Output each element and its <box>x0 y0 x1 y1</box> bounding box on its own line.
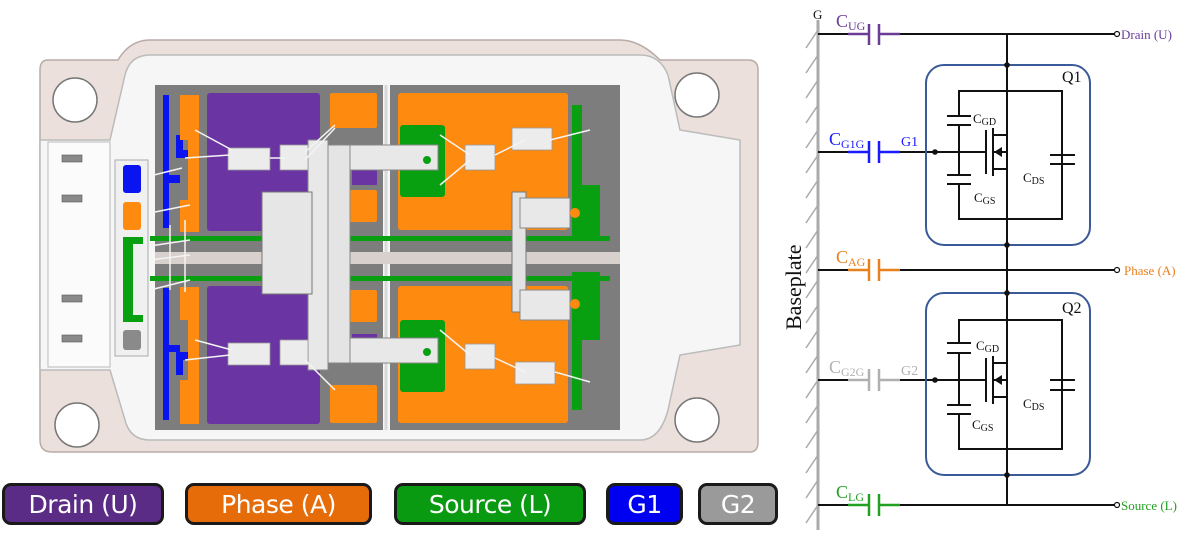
busbar-tab-left <box>261 191 313 295</box>
q2-cgs-label: CGS <box>972 417 993 434</box>
terminal-drain-label: Drain (U) <box>1121 27 1172 42</box>
c-g2g-capacitor <box>848 369 900 391</box>
c-lg-capacitor <box>848 494 900 516</box>
q2-label: Q2 <box>1062 300 1082 317</box>
g2-trace <box>163 288 180 420</box>
q1-cgd-label: CGD <box>973 111 996 128</box>
source-trace-bottom <box>150 276 610 281</box>
parasitic-capacitance-schematic: G Baseplate CUG CG1G CAG CG2G CLG G1 G2 <box>781 7 1177 530</box>
legend-phase-label: Phase (A) <box>221 489 336 519</box>
terminal-source-label: Source (L) <box>1121 498 1177 513</box>
legend-g1: G1 <box>606 483 683 525</box>
aux-pad-g1 <box>123 165 141 193</box>
c-ug-capacitor <box>848 24 900 45</box>
terminal-phase-label: Phase (A) <box>1124 263 1176 278</box>
c-ug-label: CUG <box>836 11 866 33</box>
c-g1g-label: CG1G <box>829 129 865 151</box>
aux-pad-source <box>123 237 143 322</box>
phase-finger-bottom <box>180 287 199 424</box>
legend-phase: Phase (A) <box>185 483 372 525</box>
bond-wires <box>149 124 591 391</box>
legend-g1-label: G1 <box>627 489 662 519</box>
terminal-drain <box>1113 30 1121 38</box>
phase-pad-left-top <box>330 93 377 128</box>
terminal-source <box>1113 501 1121 509</box>
c-ag-capacitor <box>848 259 900 281</box>
legend-source: Source (L) <box>394 483 586 525</box>
phase-pad-left-bottom <box>330 385 377 423</box>
aux-pad-phase <box>123 202 141 230</box>
q1-label: Q1 <box>1062 69 1082 86</box>
q1-cgs-label: CGS <box>974 190 995 207</box>
power-module-layout <box>39 39 759 453</box>
terminal-phase <box>1113 266 1121 274</box>
source-edge-top <box>572 105 600 240</box>
ground-label: G <box>813 7 822 22</box>
mounting-hole-top-right <box>674 72 720 118</box>
mounting-hole-top-left <box>52 77 98 123</box>
gate-label-g1: G1 <box>901 135 918 150</box>
legend-g2-label: G2 <box>720 489 756 519</box>
mounting-hole-bottom-right <box>674 397 720 443</box>
g1-trace <box>163 95 180 228</box>
baseplate-hatching <box>805 29 819 524</box>
legend-g2: G2 <box>698 483 778 525</box>
gate-label-g2: G2 <box>901 364 918 379</box>
q1-cds-label: CDS <box>1023 170 1044 187</box>
c-g1g-capacitor <box>848 141 900 163</box>
c-g2g-label: CG2G <box>829 357 865 379</box>
legend-source-label: Source (L) <box>428 489 552 519</box>
left-connector-housing <box>47 141 111 368</box>
mounting-hole-bottom-left <box>54 402 100 448</box>
source-trace-top <box>150 236 610 241</box>
transistor-q1: Q1 CGD CGS CDS <box>925 62 1091 248</box>
legend-drain-label: Drain (U) <box>28 489 138 519</box>
q2-cds-label: CDS <box>1023 396 1044 413</box>
phase-finger-top <box>180 95 199 232</box>
transistor-q2: Q2 CGD CGS CDS <box>925 290 1091 478</box>
legend-drain: Drain (U) <box>2 483 164 525</box>
q2-cgd-label: CGD <box>976 338 999 355</box>
c-lg-label: CLG <box>836 482 864 504</box>
semiconductor-dies <box>227 127 556 385</box>
left-pins <box>61 154 83 343</box>
aux-pad-g2 <box>123 330 141 350</box>
c-ag-label: CAG <box>836 247 866 269</box>
baseplate-label: Baseplate <box>781 244 806 330</box>
